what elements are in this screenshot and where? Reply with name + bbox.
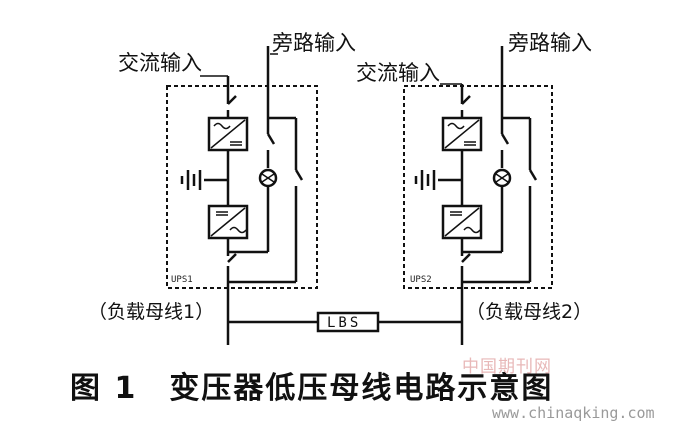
ac-input-switch-2 <box>461 95 471 105</box>
watermark-url: www.chinaqking.com <box>492 404 655 422</box>
load-bus-label-1: （负载母线1） <box>88 301 214 323</box>
bypass-input-label-1: 旁路输入 <box>272 31 356 55</box>
static-switch-1 <box>258 168 278 188</box>
ups1-label: UPS1 <box>171 275 193 285</box>
ac-input-label-2: 交流输入 <box>356 61 440 85</box>
ups2-label: UPS2 <box>410 275 432 285</box>
watermark-cn: 中国期刊网 <box>462 357 552 377</box>
bypass-switch-1 <box>266 133 276 145</box>
ups1-enclosure <box>166 85 318 289</box>
maint-switch-2 <box>528 169 538 181</box>
output-switch-1 <box>227 253 237 263</box>
ups2-module: 交流输入 旁路输入 <box>356 31 592 345</box>
lbs-label: LBS <box>327 315 361 331</box>
ups2-enclosure <box>403 85 553 289</box>
battery-2 <box>414 170 436 190</box>
ac-input-label-1: 交流输入 <box>118 51 202 75</box>
maint-switch-1 <box>294 169 304 181</box>
ac-input-switch-1 <box>227 95 237 105</box>
ups1-module: 交流输入 旁路输入 <box>118 31 356 345</box>
output-switch-2 <box>461 253 471 263</box>
figure-caption: 图 1 变压器低压母线电路示意图 <box>70 371 553 406</box>
load-bus-label-2: （负载母线2） <box>466 301 592 323</box>
battery-1 <box>180 170 202 190</box>
bypass-input-label-2: 旁路输入 <box>508 31 592 55</box>
static-switch-2 <box>492 168 512 188</box>
